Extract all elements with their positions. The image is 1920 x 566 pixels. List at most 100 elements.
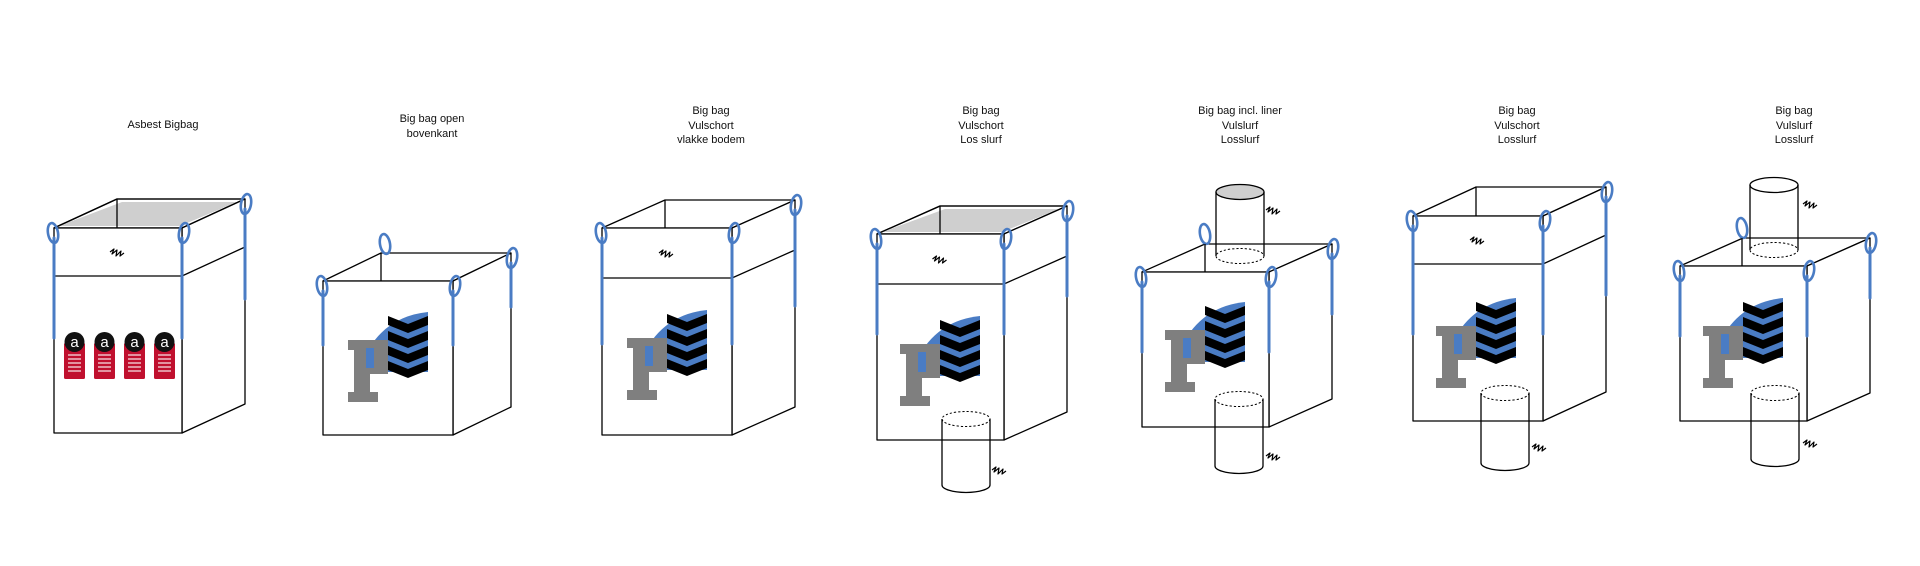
warning-label-letter: a	[70, 334, 79, 351]
logo-chevron	[1743, 317, 1783, 334]
spout-rim	[1215, 183, 1265, 201]
warning-label-circle	[94, 332, 115, 352]
big-bag-vulschort-losslurf	[869, 199, 1075, 494]
company-logo	[627, 310, 707, 400]
logo-chevron	[388, 331, 428, 348]
lifting-loop	[1672, 259, 1686, 283]
warning-label-body	[124, 343, 145, 379]
warning-label-circle	[154, 332, 175, 352]
caption-line: Losslurf	[1497, 134, 1537, 146]
big-bag-vulschort-losslurf-2	[1405, 180, 1614, 472]
logo-letter-p	[1436, 326, 1476, 388]
caption-line: Big bag	[1775, 105, 1813, 117]
company-logo	[348, 312, 428, 402]
tie-string	[1265, 452, 1281, 461]
bag-side	[1268, 243, 1333, 428]
spout-end	[941, 484, 991, 494]
tie-string	[658, 249, 674, 258]
lifting-loop	[1600, 180, 1614, 204]
logo-inset	[645, 346, 653, 366]
warning-label-body	[64, 343, 85, 379]
logo-letter-p	[1165, 330, 1205, 392]
company-logo	[1165, 302, 1245, 392]
caption-line: Big bag open	[399, 113, 465, 125]
logo-chevron	[388, 346, 428, 363]
spout-end	[1214, 465, 1264, 475]
caption-line: Asbest Bigbag	[127, 119, 199, 131]
bag-side	[452, 252, 512, 436]
lifting-loop	[46, 221, 60, 245]
logo-chevron	[940, 320, 980, 337]
logo-chevron	[1476, 317, 1516, 334]
spout-rim	[1750, 385, 1800, 401]
spout-rim	[941, 411, 991, 427]
lifting-loop	[448, 274, 462, 298]
spout-rim	[1749, 176, 1799, 194]
logo-chevron	[1743, 302, 1783, 319]
bag-cuff-line	[1003, 255, 1068, 285]
spout-end	[1480, 462, 1530, 472]
logo-chevron	[1205, 336, 1245, 353]
spout	[1480, 385, 1530, 472]
caption-line: Losslurf	[1220, 134, 1260, 146]
tie-string	[1802, 439, 1818, 448]
logo-inset	[366, 348, 374, 368]
big-bag-liner	[1134, 183, 1340, 475]
logo-chevron	[667, 329, 707, 346]
tie-string	[1469, 236, 1485, 245]
bag-side	[1542, 186, 1607, 422]
lifting-loop	[999, 227, 1013, 251]
company-logo	[1703, 298, 1783, 388]
tie-string	[109, 248, 125, 257]
caption-line: Vulslurf	[1221, 119, 1259, 132]
lifting-loop	[869, 227, 883, 251]
tie-string	[1531, 443, 1547, 452]
spout	[1215, 183, 1265, 264]
bag-side	[731, 199, 796, 436]
lifting-loop	[1326, 237, 1340, 261]
bag-caption-asbest: Asbest Bigbag	[53, 118, 273, 133]
logo-chevron	[1205, 351, 1245, 368]
logo-chevron	[1476, 332, 1516, 349]
spout	[1749, 176, 1799, 258]
spout-end	[1749, 242, 1799, 258]
spout-rim	[1214, 391, 1264, 407]
lifting-loop	[505, 246, 519, 270]
big-bag-vulslurf-losslurf	[1672, 176, 1878, 468]
logo-inset	[1721, 334, 1729, 354]
logo-chevron	[388, 361, 428, 378]
warning-label-letter: a	[100, 334, 109, 351]
tie-string	[991, 466, 1007, 475]
caption-line: Vulslurf	[1775, 119, 1813, 132]
asbestos-warning-label: a	[154, 332, 175, 379]
logo-chevron	[1743, 332, 1783, 349]
company-logo	[900, 316, 980, 406]
warning-label-letter: a	[160, 334, 169, 351]
caption-line: Big bag	[962, 105, 1000, 117]
lifting-loop	[315, 274, 329, 298]
logo-chevron	[1205, 321, 1245, 338]
lifting-loop	[378, 232, 392, 256]
liner	[882, 209, 1059, 232]
company-logo	[1436, 298, 1516, 388]
spout-end	[1215, 248, 1265, 264]
logo-inset	[1183, 338, 1191, 358]
warning-label-letter: a	[130, 334, 139, 351]
lifting-loop	[1198, 222, 1212, 246]
logo-letter-p	[1703, 326, 1743, 388]
tie-string	[1802, 200, 1818, 209]
caption-line: Vulschort	[688, 119, 734, 132]
lifting-loop	[1405, 209, 1419, 233]
logo-chevron	[940, 350, 980, 367]
logo-chevron	[1743, 347, 1783, 364]
caption-line: Big bag incl. liner	[1198, 105, 1282, 117]
logo-chevron	[1476, 347, 1516, 364]
caption-line: vlakke bodem	[677, 134, 745, 146]
